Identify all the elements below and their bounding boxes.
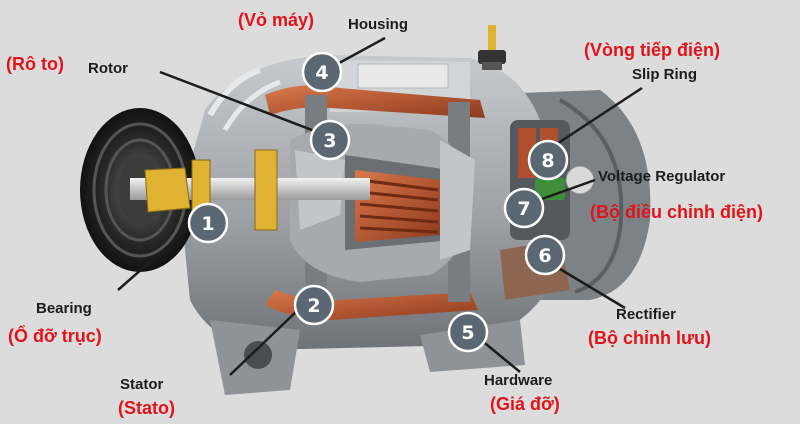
- part-badge-4: 4: [301, 51, 343, 93]
- shaft: [130, 178, 370, 200]
- bearing-nut: [144, 149, 278, 231]
- leader-line-2: [229, 309, 299, 376]
- label-rotor-vi: (Rô to): [6, 54, 64, 74]
- label-rectifier: Rectifier: [616, 306, 677, 323]
- label-stator: Stator: [120, 376, 164, 393]
- terminal-post: [478, 25, 506, 70]
- part-badge-8: 8: [527, 139, 569, 181]
- label-voltage-regulator-vi: (Bộ điều chỉnh điện): [590, 202, 763, 222]
- label-slip-ring: Slip Ring: [632, 66, 697, 83]
- label-rectifier-vi: (Bộ chỉnh lưu): [588, 328, 712, 348]
- part-badge-3: 3: [309, 119, 351, 161]
- label-hardware-vi: (Giá đỡ): [490, 394, 560, 414]
- label-stator-vi: (Stato): [118, 398, 175, 418]
- part-badges: 1 2 3 4 5 6 7: [187, 51, 569, 353]
- label-housing-vi: (Vỏ máy): [238, 10, 315, 30]
- leader-line-1: [117, 217, 201, 291]
- label-bearing-vi: (Ổ đỡ trục): [8, 326, 102, 346]
- badge-number: 1: [201, 213, 214, 235]
- badge-number: 8: [541, 150, 554, 172]
- badge-number: 3: [323, 130, 336, 152]
- rotor-field-coil: [355, 170, 440, 242]
- badge-number: 2: [307, 295, 320, 317]
- label-rotor: Rotor: [88, 60, 128, 77]
- part-badge-5: 5: [447, 311, 489, 353]
- part-badge-1: 1: [187, 202, 229, 244]
- label-hardware: Hardware: [484, 372, 553, 389]
- badge-number: 4: [315, 62, 328, 84]
- label-voltage-regulator: Voltage Regulator: [598, 168, 726, 185]
- label-slip-ring-vi: (Vòng tiếp điện): [584, 40, 720, 60]
- rotor-core: [290, 124, 475, 282]
- badge-number: 5: [461, 322, 474, 344]
- label-housing: Housing: [348, 16, 408, 33]
- part-badge-6: 6: [524, 234, 566, 276]
- label-bearing: Bearing: [36, 300, 92, 317]
- badge-number: 6: [538, 245, 551, 267]
- badge-number: 7: [517, 198, 530, 220]
- part-badge-2: 2: [293, 284, 335, 326]
- leader-line-3: [159, 70, 326, 137]
- part-badge-7: 7: [503, 187, 545, 229]
